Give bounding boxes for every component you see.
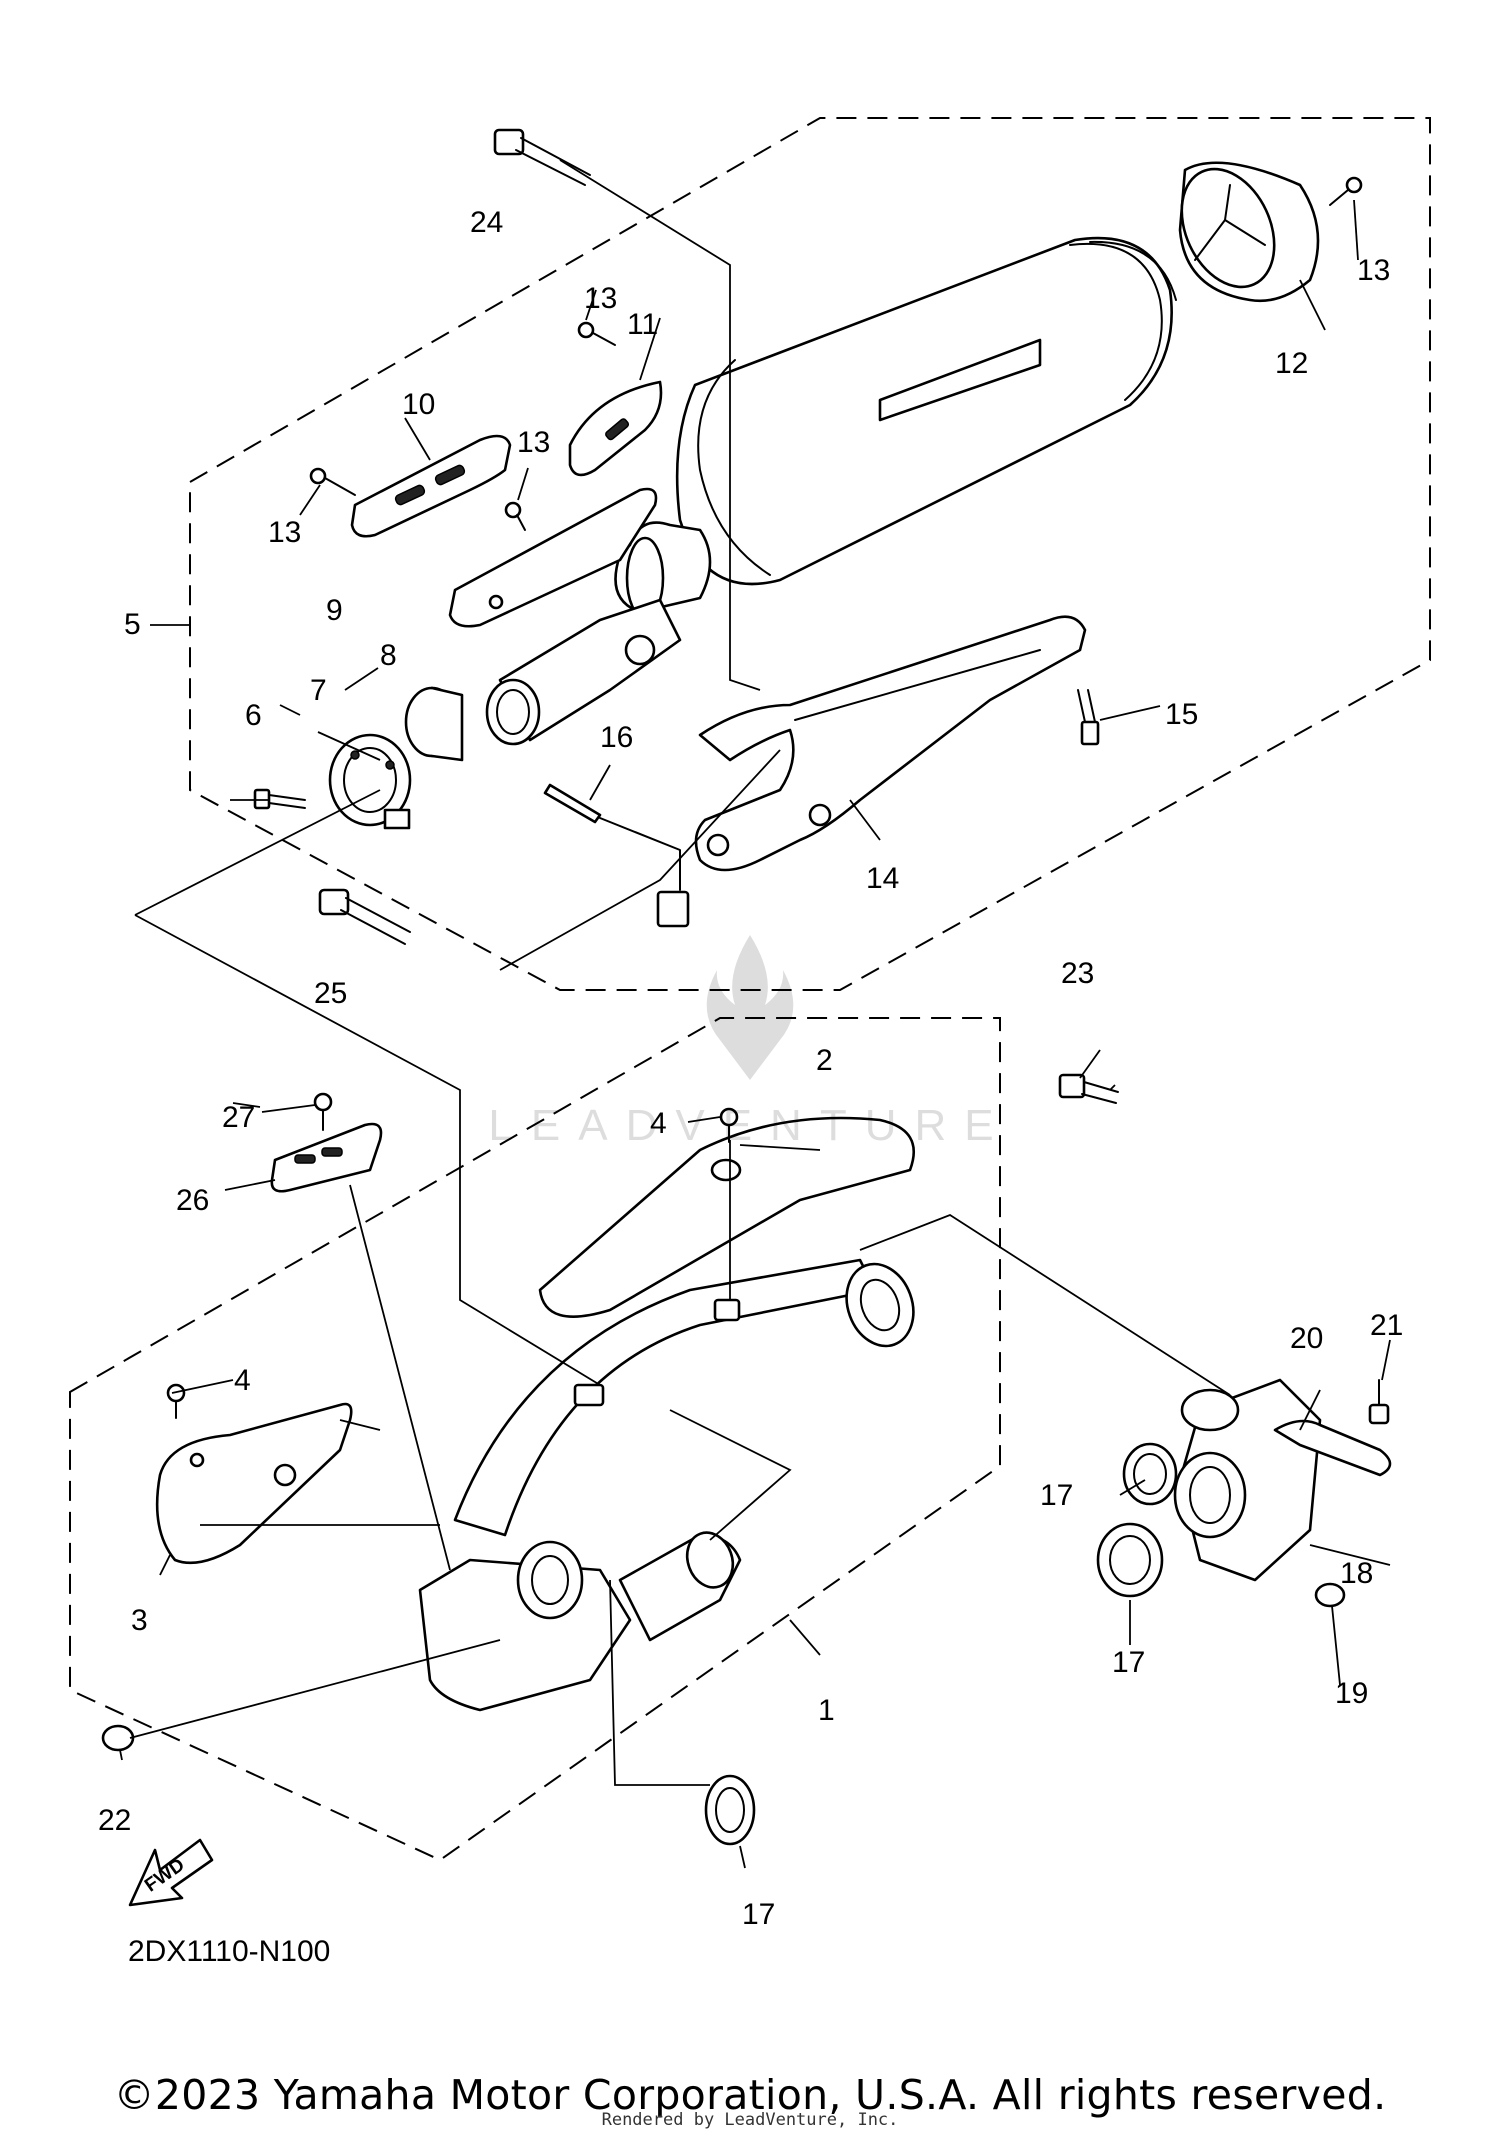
callout-3: 3 — [131, 1604, 148, 1637]
callout-1: 1 — [818, 1694, 835, 1727]
o2-sensor-16 — [543, 783, 690, 928]
callout-11: 11 — [627, 308, 658, 341]
callout-13b: 13 — [268, 516, 301, 549]
leader-lines — [119, 159, 1391, 1869]
nut-19 — [1314, 1582, 1346, 1608]
muffler-group-outline — [189, 117, 1431, 991]
screw-4-b — [166, 1383, 186, 1419]
callout-22: 22 — [98, 1804, 131, 1837]
diagram-code: 2DX1110-N100 — [128, 1935, 331, 1968]
screws-13 — [309, 176, 1363, 531]
heat-protector-3 — [155, 1402, 353, 1565]
bolt-15 — [1077, 689, 1100, 746]
gasket-17-b — [1096, 1522, 1164, 1598]
heat-protector-2 — [538, 1116, 916, 1318]
protector-20 — [1273, 1419, 1392, 1477]
callout-27: 27 — [222, 1101, 255, 1134]
callout-15: 15 — [1165, 698, 1198, 731]
callout-4a: 4 — [650, 1107, 667, 1140]
screw-4-a — [719, 1107, 739, 1143]
callout-5: 5 — [124, 608, 141, 641]
gasket-17-c — [704, 1774, 756, 1846]
callout-17c: 17 — [742, 1898, 775, 1931]
callout-23: 23 — [1061, 957, 1094, 990]
heat-protector-26 — [270, 1122, 383, 1193]
exhaust-pipe-group-outline — [69, 1017, 1001, 1862]
copyright-notice: ©2023 Yamaha Motor Corporation, U.S.A. A… — [113, 2071, 1387, 2119]
screw-27 — [313, 1092, 333, 1131]
rendered-by-notice: Rendered by LeadVenture, Inc. — [601, 2110, 899, 2130]
callout-9: 9 — [326, 594, 343, 627]
bolt-21 — [1368, 1379, 1390, 1425]
callout-8: 8 — [380, 639, 397, 672]
callout-17a: 17 — [1040, 1479, 1073, 1512]
callout-7: 7 — [310, 674, 327, 707]
callout-26: 26 — [176, 1184, 209, 1217]
bolt-24 — [493, 128, 591, 186]
heat-protector-9 — [448, 487, 658, 628]
clamp-7 — [328, 733, 412, 830]
gasket-8 — [404, 686, 464, 762]
callout-2: 2 — [816, 1044, 833, 1077]
muffler-body — [614, 236, 1177, 620]
callout-labels: 1 2 3 4 4 5 6 7 8 9 10 11 12 13 13 13 13… — [98, 206, 1403, 1931]
heat-protector-10 — [350, 434, 512, 538]
callout-4b: 4 — [234, 1364, 251, 1397]
heat-protector-11 — [568, 380, 663, 477]
muffler-end-cap — [1178, 161, 1320, 303]
callout-25: 25 — [314, 977, 347, 1010]
callout-13a: 13 — [584, 282, 617, 315]
muffler-inlet-pipe — [485, 598, 682, 746]
nut-22 — [101, 1724, 135, 1752]
callout-20: 20 — [1290, 1322, 1323, 1355]
gasket-17-a — [1122, 1442, 1178, 1506]
callout-14: 14 — [866, 862, 899, 895]
callout-19: 19 — [1335, 1677, 1368, 1710]
muffler-bracket — [694, 615, 1087, 872]
bolt-6 — [253, 788, 306, 810]
callout-12: 12 — [1275, 347, 1308, 380]
callout-16: 16 — [600, 721, 633, 754]
callout-17b: 17 — [1112, 1646, 1145, 1679]
callout-21: 21 — [1370, 1309, 1403, 1342]
bolt-25 — [318, 888, 411, 945]
joint-18 — [1173, 1378, 1322, 1582]
callout-24: 24 — [470, 206, 503, 239]
callout-10: 10 — [402, 388, 435, 421]
fwd-arrow: FWD — [128, 1838, 214, 1907]
callout-18: 18 — [1340, 1557, 1373, 1590]
exhaust-pipe-1 — [418, 1258, 915, 1712]
callout-13c: 13 — [517, 426, 550, 459]
callout-13d: 13 — [1357, 254, 1390, 287]
callout-6: 6 — [245, 699, 262, 732]
bolt-23 — [1058, 1073, 1119, 1104]
